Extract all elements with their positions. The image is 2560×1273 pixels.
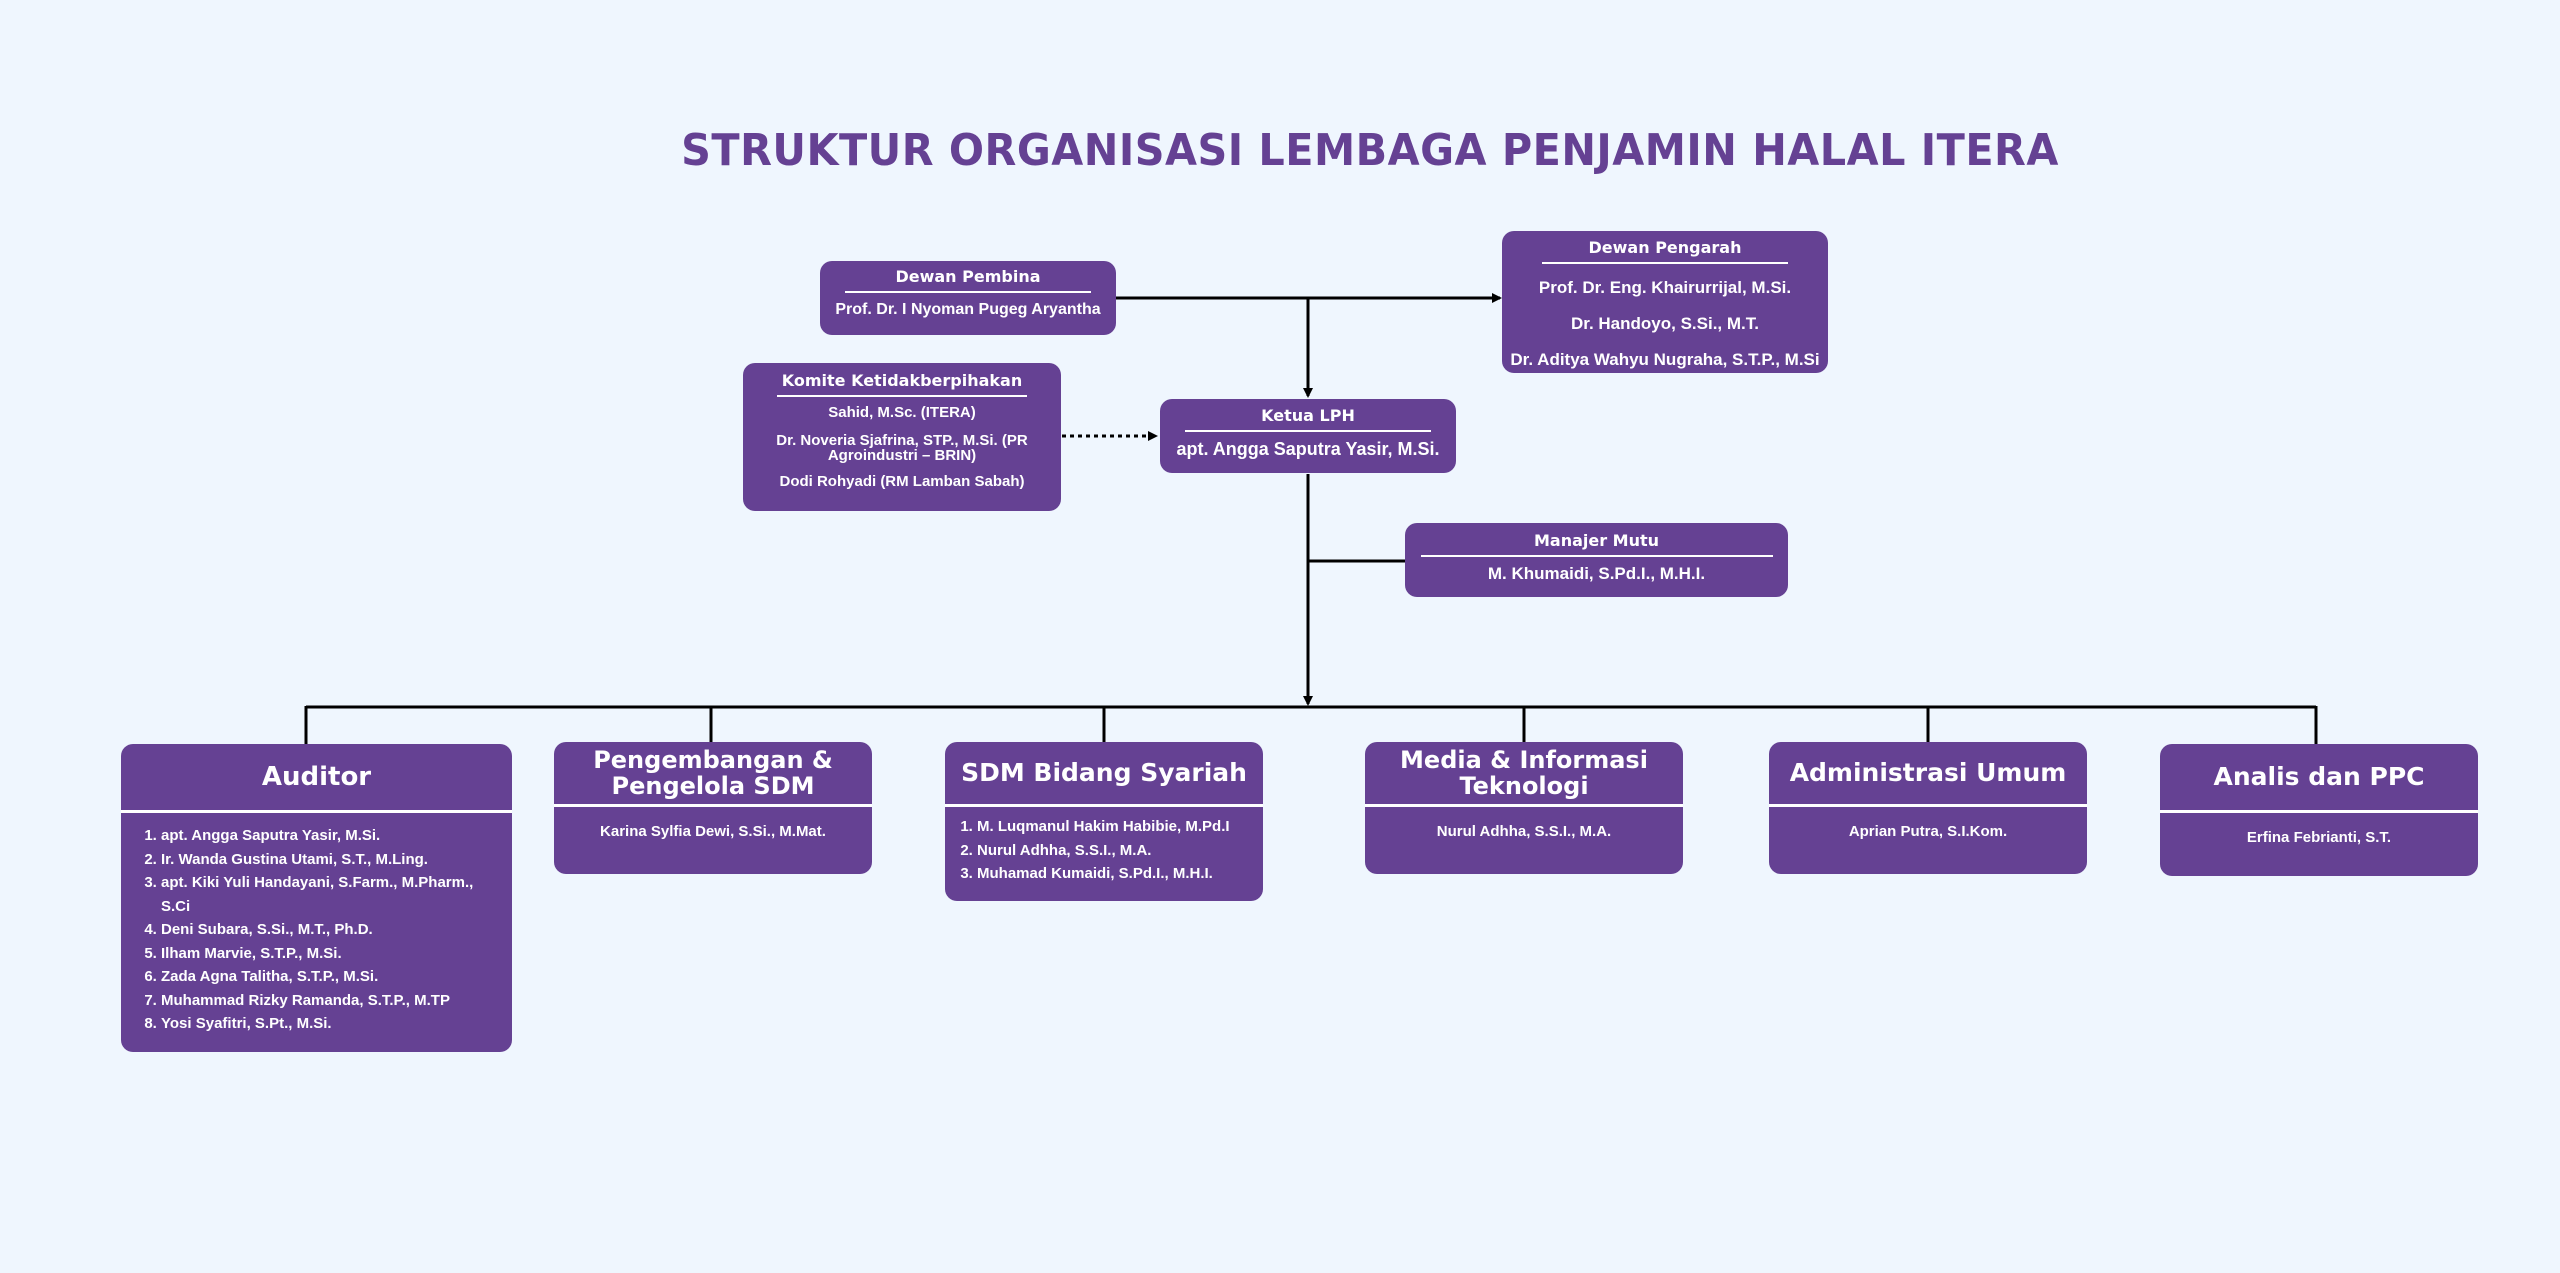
divider [845,291,1091,293]
dewan-pengarah-box: Dewan Pengarah Prof. Dr. Eng. Khairurrij… [1502,231,1828,373]
department-sdm-syariah: SDM Bidang Syariah M. Luqmanul Hakim Hab… [945,742,1263,901]
komite-member-1: Sahid, M.Sc. (ITERA) [828,404,976,421]
divider [1542,262,1788,264]
divider [1769,804,2087,807]
department-member: Erfina Febrianti, S.T. [2246,829,2392,846]
dewan-pengarah-member-3: Dr. Aditya Wahyu Nugraha, S.T.P., M.Si [1510,350,1820,369]
department-member: Aprian Putra, S.I.Kom. [1848,823,2008,840]
list-item: apt. Kiki Yuli Handayani, S.Farm., M.Pha… [161,871,492,918]
department-member: Nurul Adhha, S.S.I., M.A. [1436,823,1612,840]
list-item: M. Luqmanul Hakim Habibie, M.Pd.I [977,815,1253,839]
list-item: Zada Agna Talitha, S.T.P., M.Si. [161,965,492,989]
list-item: apt. Angga Saputra Yasir, M.Si. [161,824,492,848]
komite-box: Komite Ketidakberpihakan Sahid, M.Sc. (I… [743,363,1061,511]
list-item: Muhamad Kumaidi, S.Pd.I., M.H.I. [977,862,1253,886]
manajer-mutu-member: M. Khumaidi, S.Pd.I., M.H.I. [1487,564,1706,583]
dewan-pembina-member: Prof. Dr. I Nyoman Pugeg Aryantha [835,301,1101,318]
department-heading: Analis dan PPC [2213,762,2425,791]
department-heading: SDM Bidang Syariah [961,758,1247,787]
komite-member-3: Dodi Rohyadi (RM Lamban Sabah) [779,473,1025,490]
divider [121,810,512,813]
dewan-pengarah-member-2: Dr. Handoyo, S.Si., M.T. [1571,314,1759,333]
ketua-lph-heading: Ketua LPH [1261,406,1355,425]
manajer-mutu-heading: Manajer Mutu [1533,531,1660,550]
department-heading: Administrasi Umum [1789,758,2067,787]
ketua-lph-box: Ketua LPH apt. Angga Saputra Yasir, M.Si… [1160,399,1456,473]
department-analis-ppc: Analis dan PPC Erfina Febrianti, S.T. [2160,744,2478,876]
page-title: STRUKTUR ORGANISASI LEMBAGA PENJAMIN HAL… [681,125,2059,176]
department-heading: Media & Informasi Teknologi [1400,746,1648,800]
list-item: Ir. Wanda Gustina Utami, S.T., M.Ling. [161,848,492,872]
divider [1365,804,1683,807]
dewan-pembina-box: Dewan Pembina Prof. Dr. I Nyoman Pugeg A… [820,261,1116,335]
divider [1420,555,1773,557]
list-item: Deni Subara, S.Si., M.T., Ph.D. [161,918,492,942]
department-heading: Auditor [261,762,372,792]
list-item: Muhammad Rizky Ramanda, S.T.P., M.TP [161,989,492,1013]
manajer-mutu-box: Manajer Mutu M. Khumaidi, S.Pd.I., M.H.I… [1405,523,1788,597]
department-member: Karina Sylfia Dewi, S.Si., M.Mat. [600,823,826,840]
department-auditor: Auditor apt. Angga Saputra Yasir, M.Si. … [121,744,512,1052]
divider [1185,430,1431,432]
list-item: Yosi Syafitri, S.Pt., M.Si. [161,1012,492,1036]
department-media-it: Media & Informasi Teknologi Nurul Adhha,… [1365,742,1683,874]
komite-heading: Komite Ketidakberpihakan [781,371,1023,390]
dewan-pengarah-member-1: Prof. Dr. Eng. Khairurrijal, M.Si. [1538,278,1792,297]
divider [554,804,872,807]
department-heading: Pengembangan & Pengelola SDM [593,746,833,800]
divider [2160,810,2478,813]
list-item: Nurul Adhha, S.S.I., M.A. [977,839,1253,863]
divider [945,804,1263,807]
department-pengembangan-sdm: Pengembangan & Pengelola SDM Karina Sylf… [554,742,872,874]
ketua-lph-member: apt. Angga Saputra Yasir, M.Si. [1176,439,1440,459]
divider [777,395,1027,397]
dewan-pengarah-heading: Dewan Pengarah [1588,238,1742,257]
department-administrasi-umum: Administrasi Umum Aprian Putra, S.I.Kom. [1769,742,2087,874]
dewan-pembina-heading: Dewan Pembina [895,267,1041,286]
komite-member-2: Dr. Noveria Sjafrina, STP., M.Si. (PR Ag… [776,432,1028,464]
list-item: Ilham Marvie, S.T.P., M.Si. [161,942,492,966]
